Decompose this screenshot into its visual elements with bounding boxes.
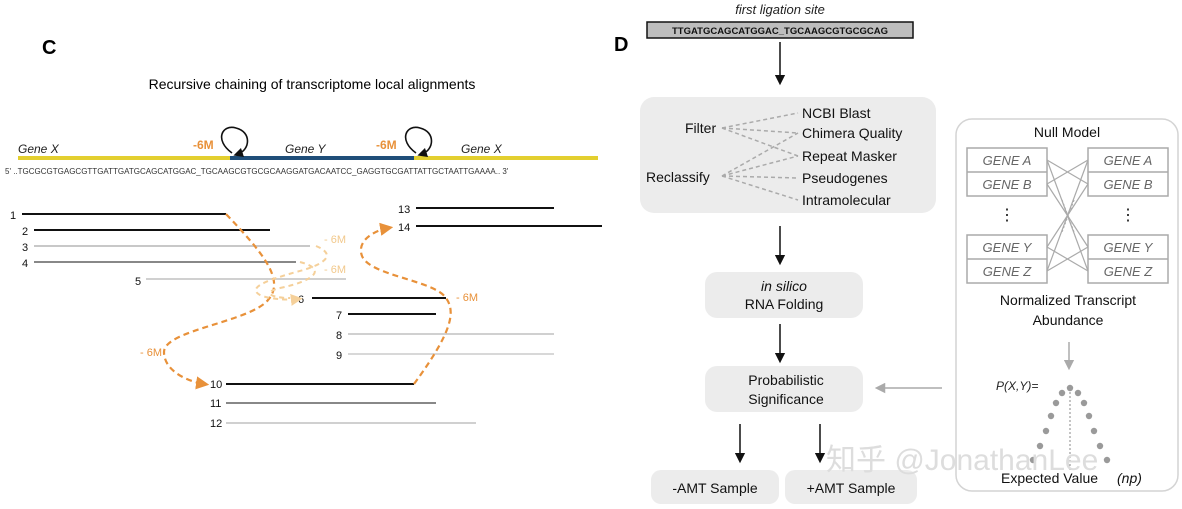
distribution-dots [1029,384,1111,464]
rna-folding-line1: in silico [761,278,807,294]
loop-arrow-right-icon [404,126,433,158]
left-gene-z: GENE Z [983,264,1032,279]
filter-item-pseudogenes: Pseudogenes [802,170,888,186]
filter-item-intramolecular: Intramolecular [802,192,891,208]
alignment-label-6: 6 [298,294,304,306]
gene-x-right-bar [414,156,598,160]
left-gene-b: GENE B [982,177,1031,192]
shift-left-label: -6M [193,138,214,152]
alignment-label-1: 1 [10,210,16,222]
alignment-label-13: 13 [398,204,410,216]
gene-crossing-lines [1046,159,1089,272]
chain-arrow-right [359,222,452,385]
plus-amt-label: +AMT Sample [807,480,896,496]
expected-value-np: (np) [1117,470,1142,486]
gene-x-right-label: Gene X [461,142,503,156]
shift-label-left: - 6M [140,347,162,359]
panel-c-letter: C [42,37,56,59]
pxy-label: P(X,Y)= [996,379,1038,393]
expected-value-label: Expected Value [1001,470,1098,486]
shift-label-faint-lower: - 6M [324,264,346,276]
gene-grid [966,147,1169,284]
ligation-caption: first ligation site [735,2,825,17]
shift-right-label: -6M [376,138,397,152]
alignment-label-8: 8 [336,330,342,342]
chain-arrow-left [162,213,276,390]
alignment-rows: 1 2 3 4 5 6 7 8 9 10 11 12 13 14 [10,204,602,430]
filter-item-repeat-masker: Repeat Masker [802,148,897,164]
gene-x-left-bar [18,156,230,160]
minus-amt-label: -AMT Sample [672,480,758,496]
right-gene-b: GENE B [1103,177,1152,192]
abundance-line1: Normalized Transcript [1000,292,1136,308]
left-ellipsis: ⋮ [999,207,1015,224]
right-gene-z: GENE Z [1104,264,1153,279]
filter-label: Filter [685,120,716,136]
loop-arrow-left-icon [220,126,249,158]
filter-item-ncbi-blast: NCBI Blast [802,105,871,121]
alignment-label-3: 3 [22,242,28,254]
panel-c-title: Recursive chaining of transcriptome loca… [149,76,476,92]
left-gene-y: GENE Y [983,240,1033,255]
alignment-label-5: 5 [135,276,141,288]
rna-folding-line2: RNA Folding [745,296,824,312]
abundance-line2: Abundance [1033,312,1104,328]
right-ellipsis: ⋮ [1120,207,1136,224]
sequence-text: 5' ..TGCGCGTGAGCGTTGATTGATGCAGCATGGAC_TG… [5,167,509,176]
null-model-panel [955,118,1179,492]
left-gene-a: GENE A [983,153,1032,168]
gene-x-left-label: Gene X [18,142,60,156]
right-gene-a: GENE A [1104,153,1153,168]
ligation-sequence-box [646,21,914,39]
shift-label-right: - 6M [456,292,478,304]
filter-box [640,97,936,213]
reclassify-label: Reclassify [646,169,710,185]
alignment-label-12: 12 [210,418,222,430]
alignment-label-10: 10 [210,379,222,391]
rna-folding-box [705,272,863,318]
significance-box [705,366,863,412]
filter-connectors [721,112,799,201]
watermark: 知乎 @JonathanLee [826,444,1098,477]
null-model-title: Null Model [1034,124,1100,140]
alignment-label-11: 11 [210,398,221,410]
chain-arrow-faint-2 [268,261,316,299]
significance-line1: Probabilistic [748,372,823,388]
ligation-sequence: TTGATGCAGCATGGAC_TGCAAGCGTGCGCAG [672,26,888,37]
plus-amt-box [785,470,917,504]
filter-item-chimera-quality: Chimera Quality [802,125,902,141]
alignment-label-9: 9 [336,350,342,362]
minus-amt-box [651,470,779,504]
panel-d-letter: D [614,34,628,56]
alignment-label-14: 14 [398,222,410,234]
right-gene-y: GENE Y [1104,240,1154,255]
alignment-label-2: 2 [22,226,28,238]
gene-y-label: Gene Y [285,142,326,156]
chain-arrow-faint [254,245,328,306]
alignment-label-4: 4 [22,258,28,270]
alignment-label-7: 7 [336,310,342,322]
significance-line2: Significance [748,391,824,407]
shift-label-faint-upper: - 6M [324,234,346,246]
gene-y-bar [230,156,414,160]
